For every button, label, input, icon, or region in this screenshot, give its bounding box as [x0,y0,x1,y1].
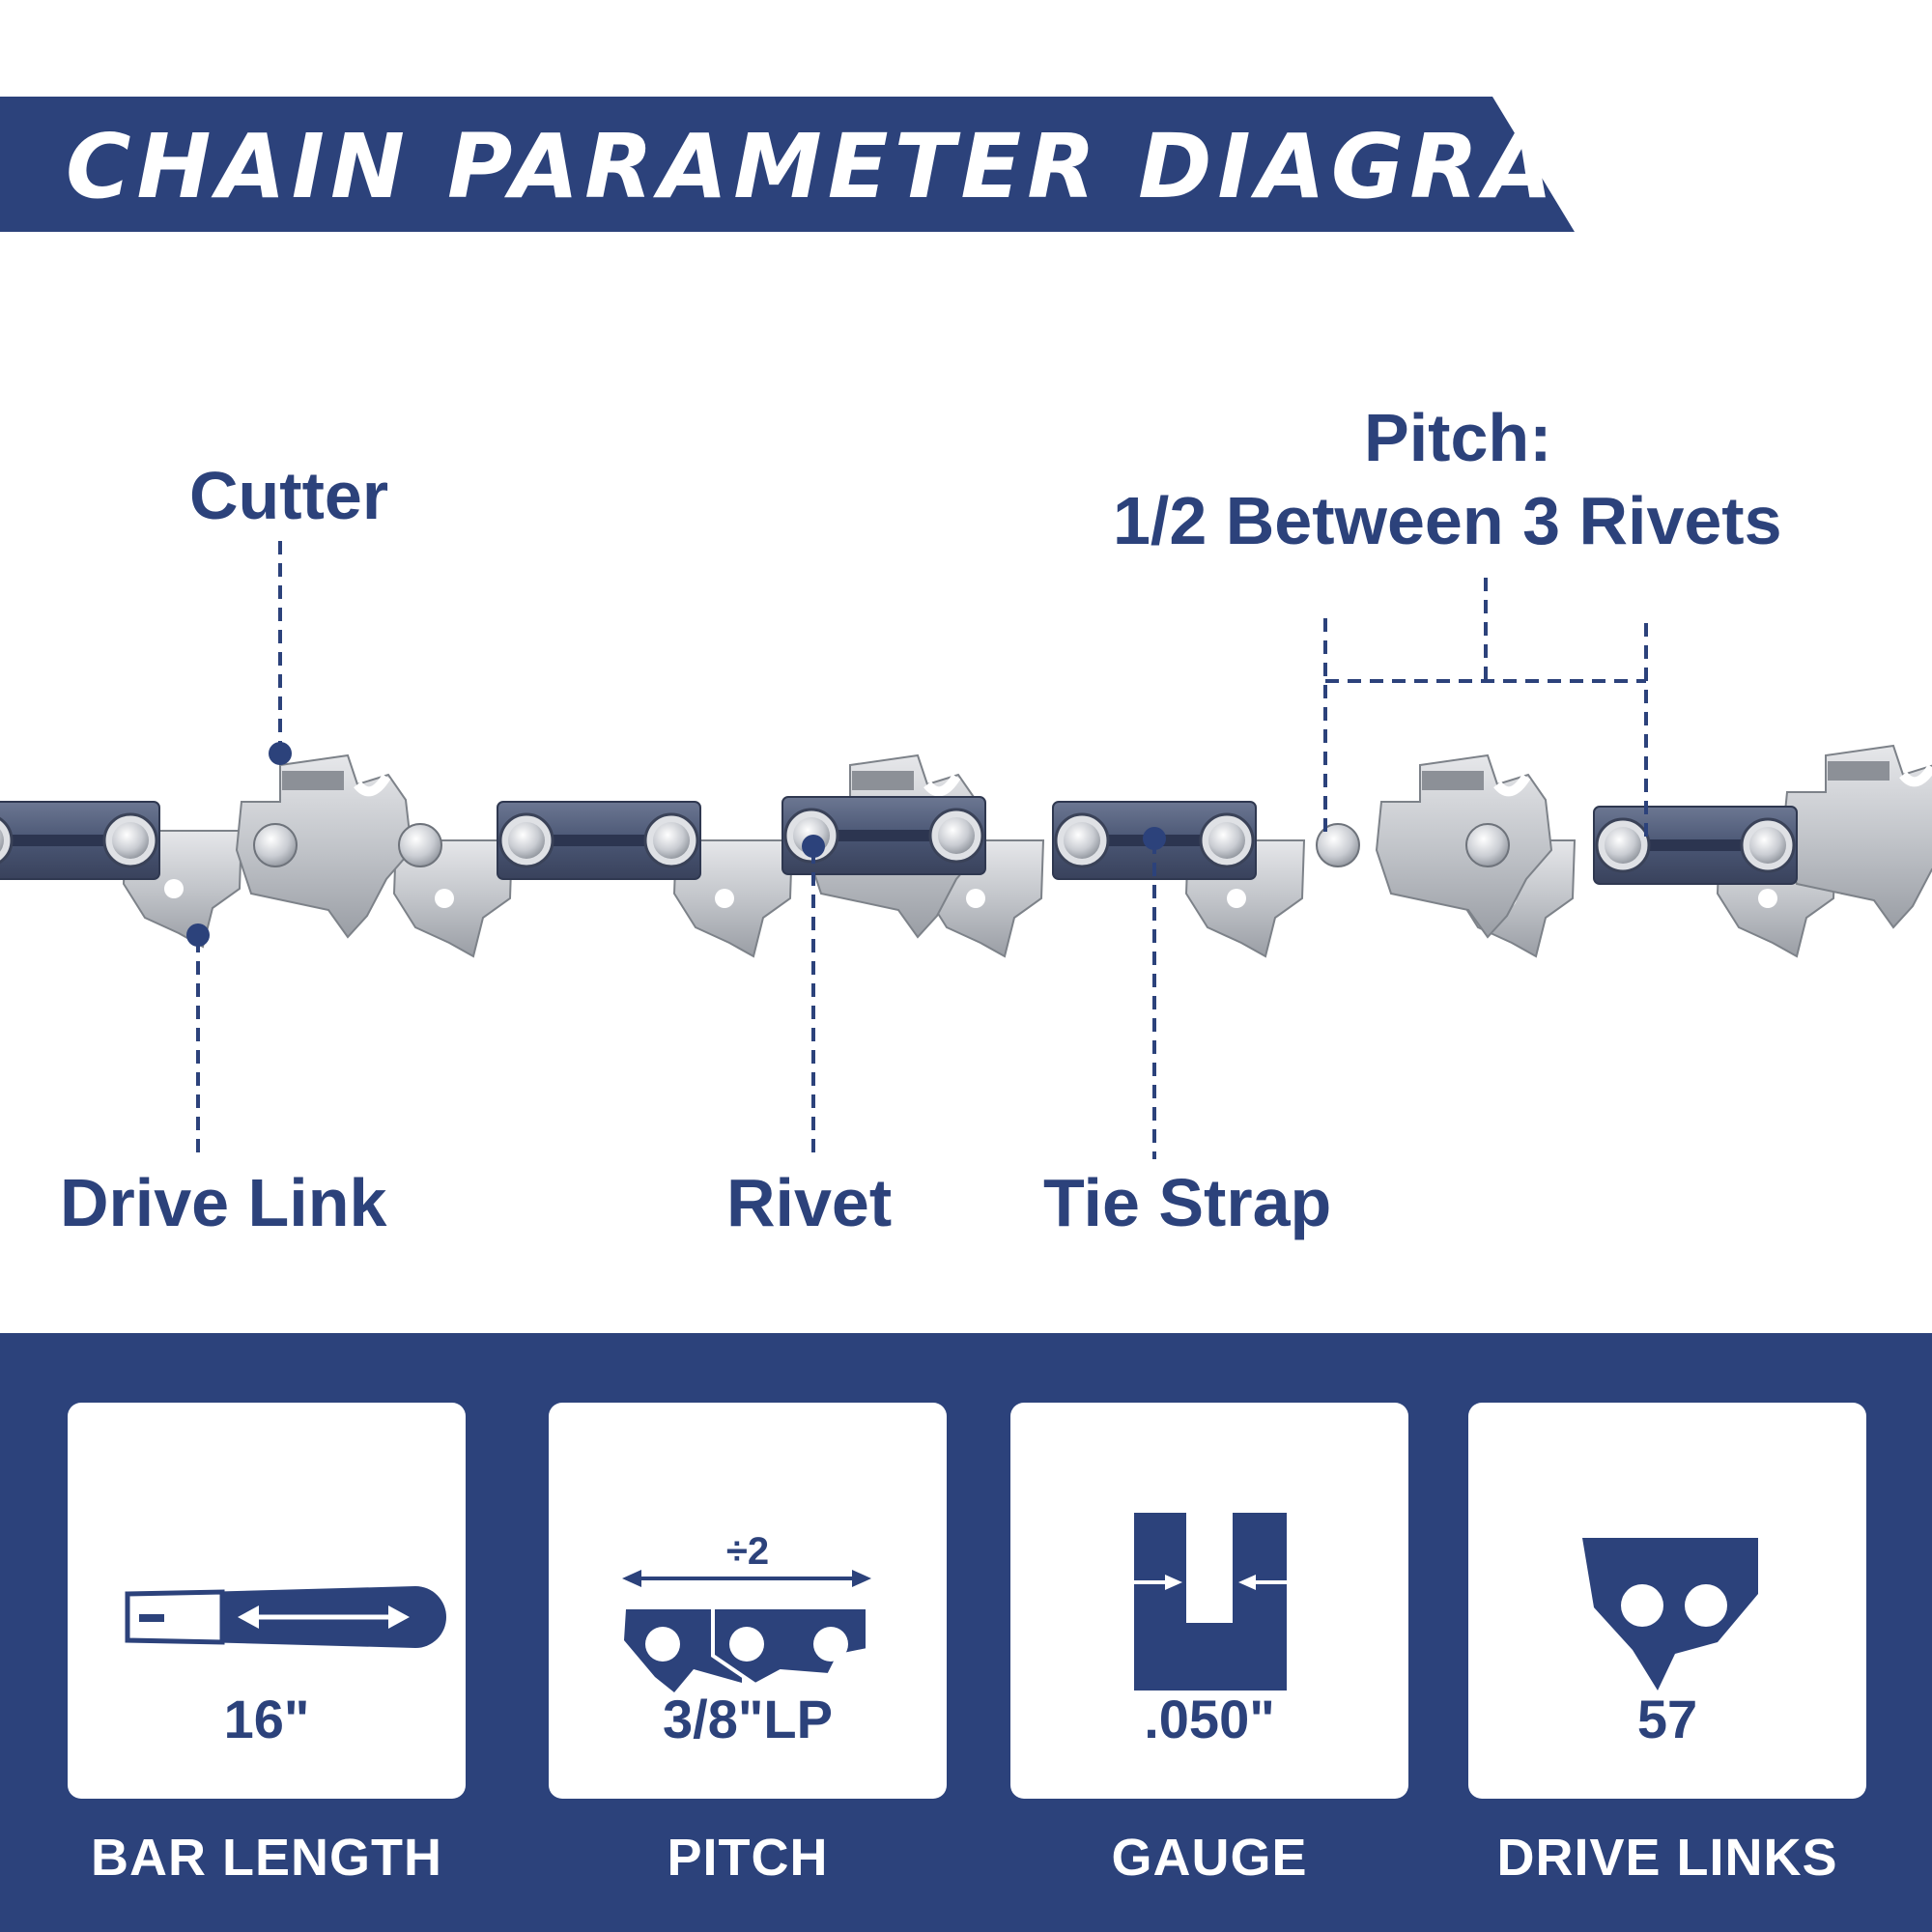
saw-chain [0,746,1932,957]
spec-value-bar-length: 16" [223,1689,310,1749]
label-tie-strap: Tie Strap [1043,1165,1332,1240]
callout-dots [186,742,1166,947]
label-cutter: Cutter [189,458,389,533]
spec-card-pitch: ÷2 3/8"LP [549,1403,947,1799]
page-title: CHAIN PARAMETER DIAGRAM [66,115,1653,218]
label-pitch-desc: 1/2 Between 3 Rivets [1113,483,1782,558]
chain-diagram [0,541,1932,1159]
spec-card-gauge: .050" [1010,1403,1408,1799]
pitch-divide-text: ÷2 [725,1530,770,1573]
gauge-icon [1134,1513,1287,1690]
spec-value-gauge: .050" [1144,1689,1275,1749]
header-banner [0,97,1575,232]
spec-label-drive-links: DRIVE LINKS [1496,1829,1838,1887]
label-drive-link: Drive Link [60,1165,387,1240]
pitch-chain-icon [622,1570,871,1692]
label-pitch-title: Pitch: [1364,400,1552,475]
spec-panel: 16" BAR LENGTH ÷2 3/8"LP PITCH .050" GAU… [0,1333,1932,1932]
spec-label-gauge: GAUGE [1111,1829,1308,1887]
spec-value-pitch: 3/8"LP [663,1689,833,1749]
spec-card-bar-length: 16" [68,1403,466,1799]
callout-lines [196,541,1648,1159]
bar-icon [125,1586,446,1648]
spec-card-drive-links: 57 [1468,1403,1866,1799]
spec-value-drive-links: 57 [1636,1689,1698,1749]
drive-link-icon [1582,1538,1758,1690]
label-rivet: Rivet [726,1165,893,1240]
spec-label-bar-length: BAR LENGTH [91,1829,442,1887]
spec-label-pitch: PITCH [667,1829,829,1887]
